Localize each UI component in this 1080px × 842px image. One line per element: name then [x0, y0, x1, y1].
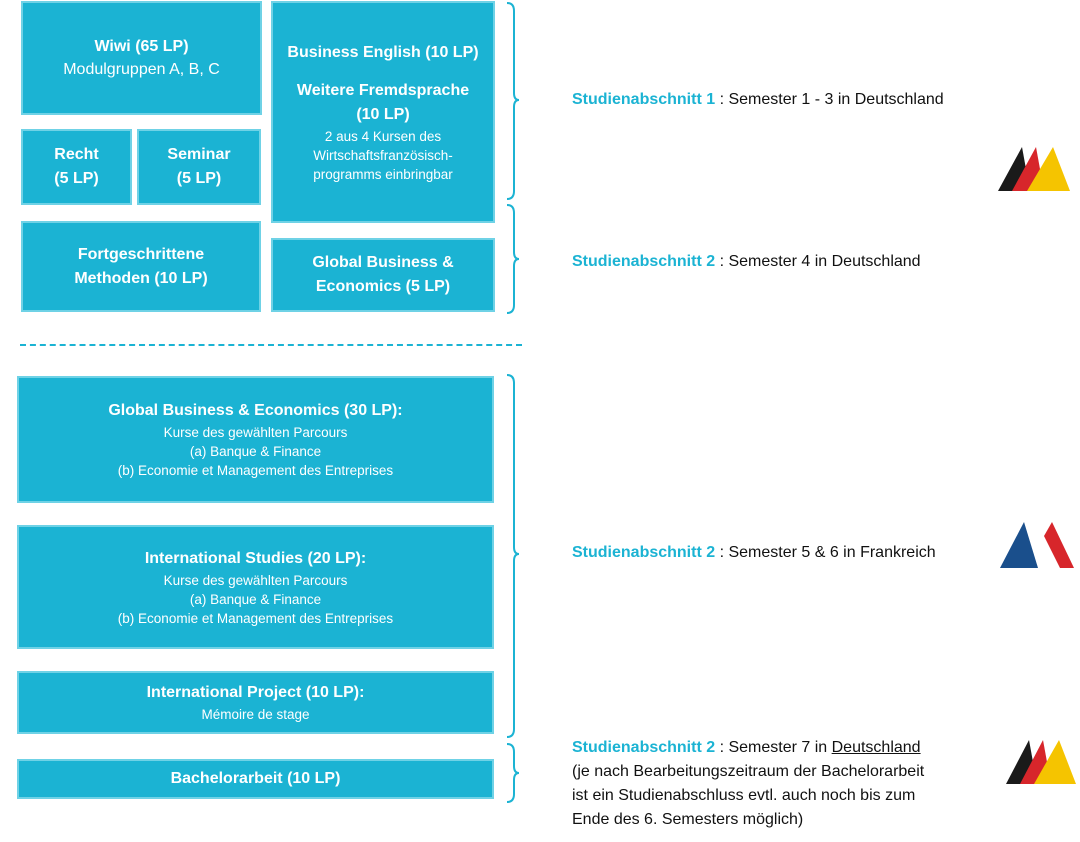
module-international-project: International Project (10 LP): Mémoire d…: [17, 671, 494, 734]
brace-semester-5-6: [506, 374, 520, 738]
label-section-2-sem7-country: Deutschland: [831, 739, 921, 756]
module-wiwi-sub: Modulgruppen A, B, C: [63, 61, 220, 78]
label-section-2-sem4: Studienabschnitt 2 : Semester 4 in Deuts…: [572, 250, 921, 274]
module-global-business-30-line3: (b) Economie et Management des Entrepris…: [117, 463, 394, 478]
module-language-note-line3: programms einbringbar: [313, 166, 453, 182]
module-international-studies-line1: Kurse des gewählten Parcours: [163, 572, 348, 588]
module-seminar-line1: Seminar: [167, 146, 231, 163]
separator-line: [20, 344, 522, 346]
label-section-2-sem7-head: Studienabschnitt 2: [572, 739, 716, 756]
label-section-2-sem7: Studienabschnitt 2 : Semester 7 in Deuts…: [572, 736, 924, 832]
module-advanced-methods: Fortgeschrittene Methoden (10 LP): [21, 221, 261, 312]
module-seminar: Seminar (5 LP): [137, 129, 261, 205]
module-international-studies-line3: (b) Economie et Management des Entrepris…: [117, 610, 394, 626]
label-section-2-france: Studienabschnitt 2 : Semester 5 & 6 in F…: [572, 541, 936, 565]
module-recht: Recht (5 LP): [21, 129, 132, 205]
brace-semester-7: [506, 743, 520, 803]
module-global-business-30-title: Global Business & Economics (30 LP):: [108, 402, 403, 419]
module-global-business-5: Global Business & Economics (5 LP): [271, 238, 495, 312]
module-further-language-line1: Weitere Fremdsprache: [296, 81, 470, 99]
module-international-studies-title: International Studies (20 LP):: [144, 549, 367, 567]
module-bachelor-thesis: Bachelorarbeit (10 LP): [17, 759, 494, 799]
label-section-2-france-head: Studienabschnitt 2: [572, 544, 716, 561]
label-section-2-sem7-text: : Semester 7 in: [715, 739, 832, 756]
label-section-2-sem4-head: Studienabschnitt 2: [572, 253, 716, 270]
label-section-2-sem4-text: : Semester 4 in Deutschland: [715, 253, 921, 270]
module-international-project-title: International Project (10 LP):: [146, 684, 365, 701]
module-recht-line2: (5 LP): [54, 170, 99, 187]
label-section-2-sem7-note-line1: (je nach Bearbeitungszeitraum der Bachel…: [572, 763, 925, 780]
label-section-2-sem7-note-line2: ist ein Studienabschluss evtl. auch noch…: [572, 787, 916, 804]
module-global-business-5-line1: Global Business &: [312, 254, 454, 271]
label-section-2-france-text: : Semester 5 & 6 in Frankreich: [715, 544, 936, 561]
module-global-business-30: Global Business & Economics (30 LP): Kur…: [17, 376, 494, 503]
module-recht-line1: Recht: [54, 146, 99, 163]
module-wiwi: Wiwi (65 LP) Modulgruppen A, B, C: [21, 1, 262, 115]
module-international-studies: International Studies (20 LP): Kurse des…: [17, 525, 494, 649]
module-global-business-30-line1: Kurse des gewählten Parcours: [163, 425, 348, 440]
module-international-project-sub: Mémoire de stage: [201, 707, 310, 722]
label-section-1-text: : Semester 1 - 3 in Deutschland: [715, 91, 944, 108]
brace-semester-4: [506, 204, 520, 314]
module-seminar-line2: (5 LP): [176, 170, 222, 187]
module-languages: Business English (10 LP) Weitere Fremdsp…: [271, 1, 495, 223]
label-section-1: Studienabschnitt 1 : Semester 1 - 3 in D…: [572, 88, 944, 112]
brace-semester-1-3: [506, 2, 520, 200]
module-language-note-line1: 2 aus 4 Kursen des: [324, 128, 442, 144]
module-advanced-methods-line1: Fortgeschrittene: [77, 245, 205, 263]
module-advanced-methods-line2: Methoden (10 LP): [74, 269, 208, 287]
module-wiwi-title: Wiwi (65 LP): [94, 38, 189, 55]
module-further-language-line2: (10 LP): [356, 105, 410, 123]
module-business-english: Business English (10 LP): [287, 43, 479, 61]
germany-flag-logo-icon: [998, 147, 1070, 191]
module-global-business-5-line2: Economics (5 LP): [315, 278, 451, 295]
module-global-business-30-line2: (a) Banque & Finance: [189, 444, 322, 459]
module-language-note-line2: Wirtschaftsfranzösisch-: [313, 147, 453, 163]
label-section-1-head: Studienabschnitt 1: [572, 91, 716, 108]
germany-flag-logo-icon: [1006, 740, 1076, 784]
france-flag-logo-icon: [1000, 522, 1074, 568]
module-bachelor-thesis-title: Bachelorarbeit (10 LP): [170, 770, 341, 787]
label-section-2-sem7-note-line3: Ende des 6. Semesters möglich): [572, 811, 804, 828]
module-international-studies-line2: (a) Banque & Finance: [189, 591, 322, 607]
